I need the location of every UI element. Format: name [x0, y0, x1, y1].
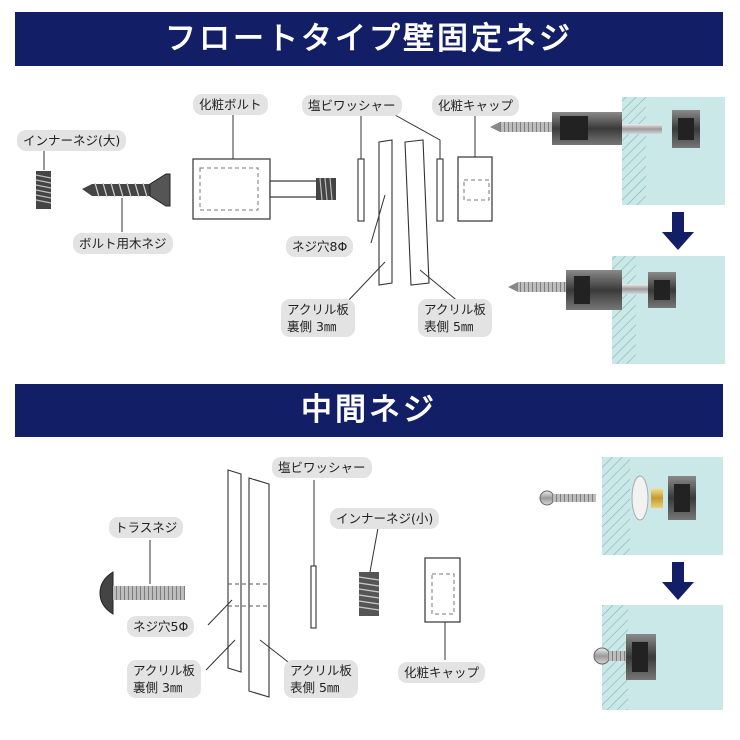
- section-title-middle: 中間ネジ: [15, 384, 723, 437]
- inner-screw-small-drawing: [358, 572, 380, 616]
- inner-screw-large-drawing: [35, 171, 52, 209]
- decor-cap-drawing: [457, 156, 493, 222]
- label-inner-screw-small: インナーネジ(小): [330, 508, 440, 529]
- acrylic-front-plate: [404, 139, 430, 286]
- label-washer: 塩ビワッシャー: [302, 95, 402, 116]
- washer-drawing-1: [357, 158, 365, 222]
- label-acrylic-front: アクリル板 表側 5㎜: [418, 299, 492, 337]
- float-photo-before: [490, 97, 725, 205]
- label-truss-screw: トラスネジ: [109, 517, 184, 538]
- truss-screw-drawing: [99, 571, 185, 615]
- label-acrylic-back-line1: アクリル板: [287, 302, 349, 317]
- arrow-down-icon: [662, 562, 694, 600]
- label-acrylic-back-line2: 裏側 3㎜: [287, 319, 337, 334]
- label-washer-2: 塩ビワッシャー: [272, 457, 372, 478]
- label-acrylic-back-2: アクリル板 裏側 3㎜: [127, 660, 201, 698]
- label-acrylic-front-2-line2: 表側 5㎜: [290, 680, 340, 695]
- washer-drawing-3: [310, 565, 317, 629]
- middle-photo-before: [539, 457, 723, 555]
- washer-drawing-2: [436, 158, 444, 222]
- label-acrylic-back-2-line1: アクリル板: [133, 663, 195, 678]
- label-wood-screw: ボルト用木ネジ: [73, 233, 173, 254]
- label-acrylic-front-2-line1: アクリル板: [290, 663, 352, 678]
- label-inner-screw-large: インナーネジ(大): [17, 130, 127, 151]
- label-acrylic-front-line2: 表側 5㎜: [424, 319, 474, 334]
- label-acrylic-front-2: アクリル板 表側 5㎜: [284, 660, 358, 698]
- section-title-float: フロートタイプ壁固定ネジ: [15, 12, 723, 66]
- label-screw-hole-5: ネジ穴5Φ: [127, 616, 195, 637]
- label-acrylic-front-line1: アクリル板: [424, 302, 486, 317]
- label-screw-hole-8: ネジ穴8Φ: [286, 236, 354, 257]
- label-acrylic-back: アクリル板 裏側 3㎜: [281, 299, 355, 337]
- label-acrylic-back-2-line2: 裏側 3㎜: [133, 680, 183, 695]
- decor-cap-drawing-2: [424, 557, 461, 623]
- label-decor-cap-2: 化粧キャップ: [398, 662, 486, 683]
- float-photo-after: [508, 256, 725, 364]
- wood-screw-drawing: [82, 173, 171, 207]
- acrylic-front-plate-2: [248, 477, 270, 698]
- acrylic-back-plate-2: [227, 469, 242, 673]
- middle-photo-after: [593, 605, 723, 710]
- decor-bolt-drawing: [192, 158, 336, 220]
- acrylic-back-plate: [378, 139, 393, 286]
- label-decor-bolt: 化粧ボルト: [193, 94, 268, 115]
- arrow-down-icon: [662, 212, 694, 250]
- label-decor-cap: 化粧キャップ: [432, 95, 520, 116]
